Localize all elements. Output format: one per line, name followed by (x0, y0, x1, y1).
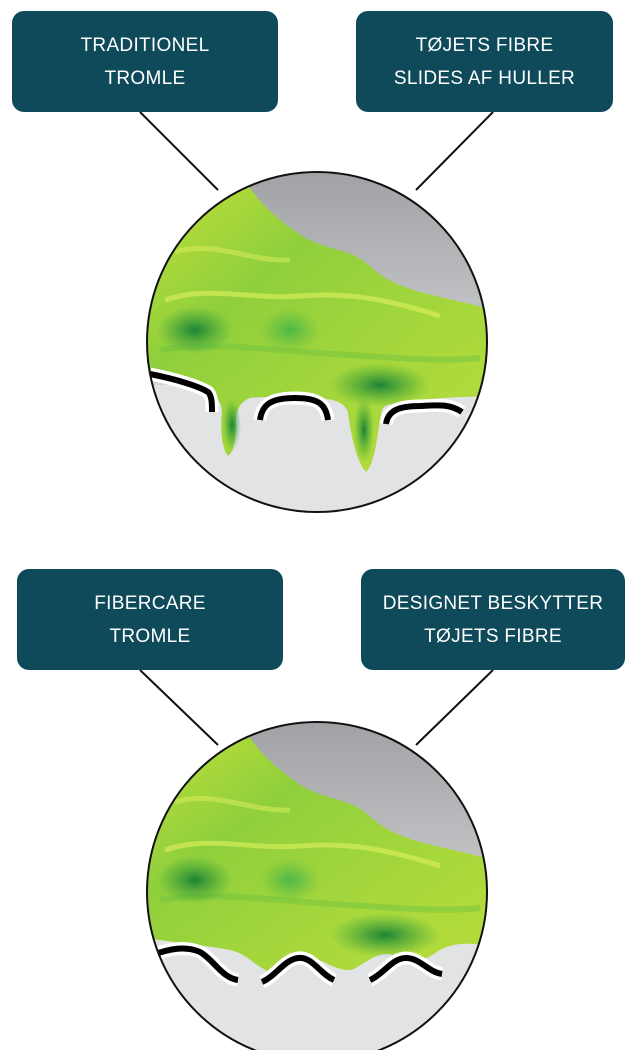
connector-line-left-bottom (139, 669, 219, 746)
connector-line-right-bottom (415, 669, 494, 746)
fabric-shadow (260, 308, 320, 352)
fabric-fold (164, 840, 441, 869)
label-line: TROMLE (109, 625, 191, 647)
drum-holes-profile (148, 367, 466, 426)
fabric-fold (174, 795, 291, 813)
fabric-shadow (157, 306, 233, 354)
connector-line-right-top (415, 111, 494, 191)
traditional-drum-magnifier (147, 172, 487, 512)
fabric-shadow (330, 913, 440, 957)
label-line: TØJETS FIBRE (424, 625, 562, 647)
label-line: TROMLE (104, 67, 186, 89)
fibercare-drum-magnifier (147, 722, 487, 1050)
fabric-fold (174, 245, 291, 263)
traditional-drum-group (139, 111, 494, 513)
traditional-drum-label: TRADITIONEL TROMLE (12, 11, 278, 112)
label-line: TØJETS FIBRE (415, 34, 554, 56)
label-line: SLIDES AF HULLER (393, 67, 576, 89)
fabric-shadow (354, 398, 374, 462)
fabric-fold (164, 290, 441, 319)
fabric-shadow (157, 856, 233, 904)
magnifier-ring-top (146, 171, 488, 513)
fabric-shadow (330, 363, 430, 407)
label-line: FIBERCARE (94, 592, 206, 614)
fibercare-drum-label: FIBERCARE TROMLE (17, 569, 283, 670)
drum-wave-profile (147, 942, 444, 988)
fibres-protected-label: DESIGNET BESKYTTER TØJETS FIBRE (361, 569, 625, 670)
fibres-worn-label: TØJETS FIBRE SLIDES AF HULLER (356, 11, 613, 112)
fibercare-drum-group (139, 669, 494, 1050)
fabric-shadow (260, 858, 320, 902)
fabric-shadow (223, 399, 241, 451)
label-line: DESIGNET BESKYTTER (382, 592, 604, 614)
connector-line-left-top (139, 111, 219, 191)
magnifier-ring-bottom (146, 721, 488, 1050)
label-line: TRADITIONEL (80, 34, 210, 56)
